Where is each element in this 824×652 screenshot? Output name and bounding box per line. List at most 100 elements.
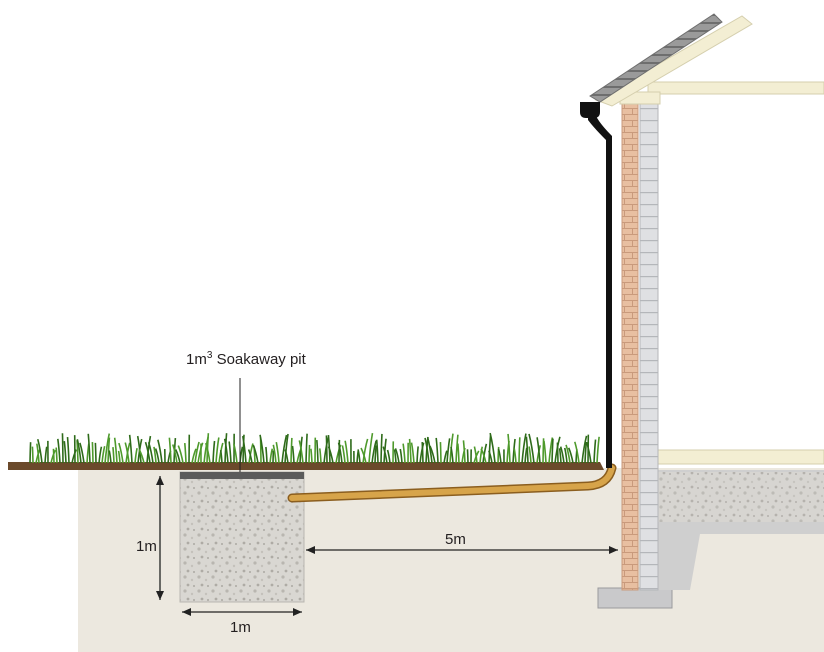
- grass-blade: [194, 441, 200, 464]
- grass-blade: [242, 434, 245, 464]
- grass-blade: [316, 439, 319, 464]
- grass-blade: [426, 437, 433, 464]
- grass-blade: [421, 442, 424, 464]
- grass-blade: [168, 437, 172, 464]
- grass-blade: [362, 438, 369, 464]
- grass-blade: [31, 446, 34, 464]
- grass-blade: [482, 443, 488, 464]
- grass-blade: [479, 446, 484, 464]
- grass-blade: [290, 437, 293, 464]
- grass-blade: [518, 437, 521, 464]
- grass-blade: [559, 446, 565, 464]
- grass-blade: [291, 445, 295, 464]
- grass-blade: [107, 437, 111, 464]
- grass-blade: [144, 441, 151, 464]
- grass-blade: [104, 433, 111, 464]
- grass-blade: [118, 442, 124, 464]
- drain-pipe: [287, 463, 617, 503]
- grass-blade: [489, 432, 496, 464]
- floor-timber: [641, 449, 824, 465]
- grass-blade: [374, 445, 377, 464]
- grass-blade: [341, 445, 346, 464]
- grass-blade: [94, 442, 97, 464]
- grass-blade: [308, 444, 311, 464]
- grass-blade: [265, 446, 268, 464]
- grass-blade: [215, 437, 220, 464]
- grass-blade: [233, 443, 238, 464]
- grass-blade: [310, 448, 313, 464]
- grass-blade: [29, 442, 32, 464]
- grass-blade: [424, 437, 430, 464]
- pit-label-suffix: Soakaway pit: [212, 351, 306, 368]
- grass-blade: [275, 441, 280, 464]
- grass-blade: [435, 437, 439, 464]
- grass-blade: [488, 435, 492, 464]
- grass-blade: [462, 440, 466, 464]
- grass-blade: [457, 443, 460, 464]
- grass-blade: [183, 443, 187, 464]
- grass-blade: [157, 439, 163, 464]
- grass-blade: [419, 442, 425, 464]
- roof-tiles: [589, 13, 723, 103]
- grass-blade: [55, 447, 58, 464]
- grass-blade: [543, 440, 547, 464]
- gutter: [580, 102, 600, 118]
- soakaway-pit: [179, 471, 305, 603]
- grass-blade: [551, 438, 554, 464]
- ceiling-joist: [647, 81, 824, 95]
- grass-blade: [241, 435, 247, 464]
- grass-blade: [360, 447, 367, 464]
- grass-blade: [63, 441, 67, 464]
- distance-label: 5m: [445, 531, 466, 548]
- downpipe: [588, 116, 612, 468]
- grass-blade: [556, 442, 559, 464]
- grass-blade: [408, 438, 412, 464]
- grass-blade: [581, 435, 588, 464]
- grass-blade: [79, 442, 85, 464]
- grass-blade: [323, 437, 330, 464]
- grass-blade: [281, 434, 288, 464]
- grass-blade: [393, 449, 397, 464]
- grass-blade: [563, 447, 568, 464]
- grass-blade: [488, 450, 493, 464]
- grass-blade: [134, 448, 138, 464]
- grass-blade: [524, 447, 528, 464]
- grass-blade: [429, 445, 436, 464]
- grass-blade: [318, 448, 322, 464]
- grass-blade: [223, 438, 229, 464]
- grass-blade: [298, 440, 304, 464]
- grass-blade: [269, 448, 274, 464]
- grass-blade: [335, 444, 342, 464]
- grass-blade: [410, 442, 415, 464]
- grass-blade: [386, 449, 391, 464]
- grass-blade: [443, 450, 448, 464]
- house-section: [580, 13, 824, 609]
- grass-blade: [574, 441, 580, 464]
- grass-blade: [112, 447, 115, 464]
- grass-blade: [138, 449, 145, 464]
- grass-blade: [382, 446, 388, 464]
- grass-blade: [521, 433, 527, 464]
- grass-blade: [473, 446, 478, 464]
- grass-blade: [98, 446, 103, 464]
- grass-blade: [394, 448, 400, 464]
- grass-blade: [466, 449, 469, 464]
- grass-blade: [525, 436, 529, 464]
- grass-blade: [513, 448, 517, 464]
- grass-blade: [371, 440, 377, 464]
- grass-blade: [536, 437, 541, 464]
- grass-blade: [399, 448, 403, 464]
- grass-blade: [61, 433, 64, 464]
- grass-blade: [585, 442, 592, 464]
- grass-blade: [337, 442, 343, 464]
- pit-label-prefix: 1m: [186, 351, 207, 368]
- grass-blade: [272, 444, 277, 464]
- grass-blade: [439, 442, 442, 464]
- grass-blade: [446, 438, 451, 464]
- grass-blade: [177, 445, 184, 464]
- grass-blade: [228, 441, 232, 464]
- grass-blade: [368, 432, 374, 464]
- grass-blade: [402, 443, 406, 464]
- grass-blade: [252, 444, 259, 464]
- grass-blade: [375, 439, 379, 464]
